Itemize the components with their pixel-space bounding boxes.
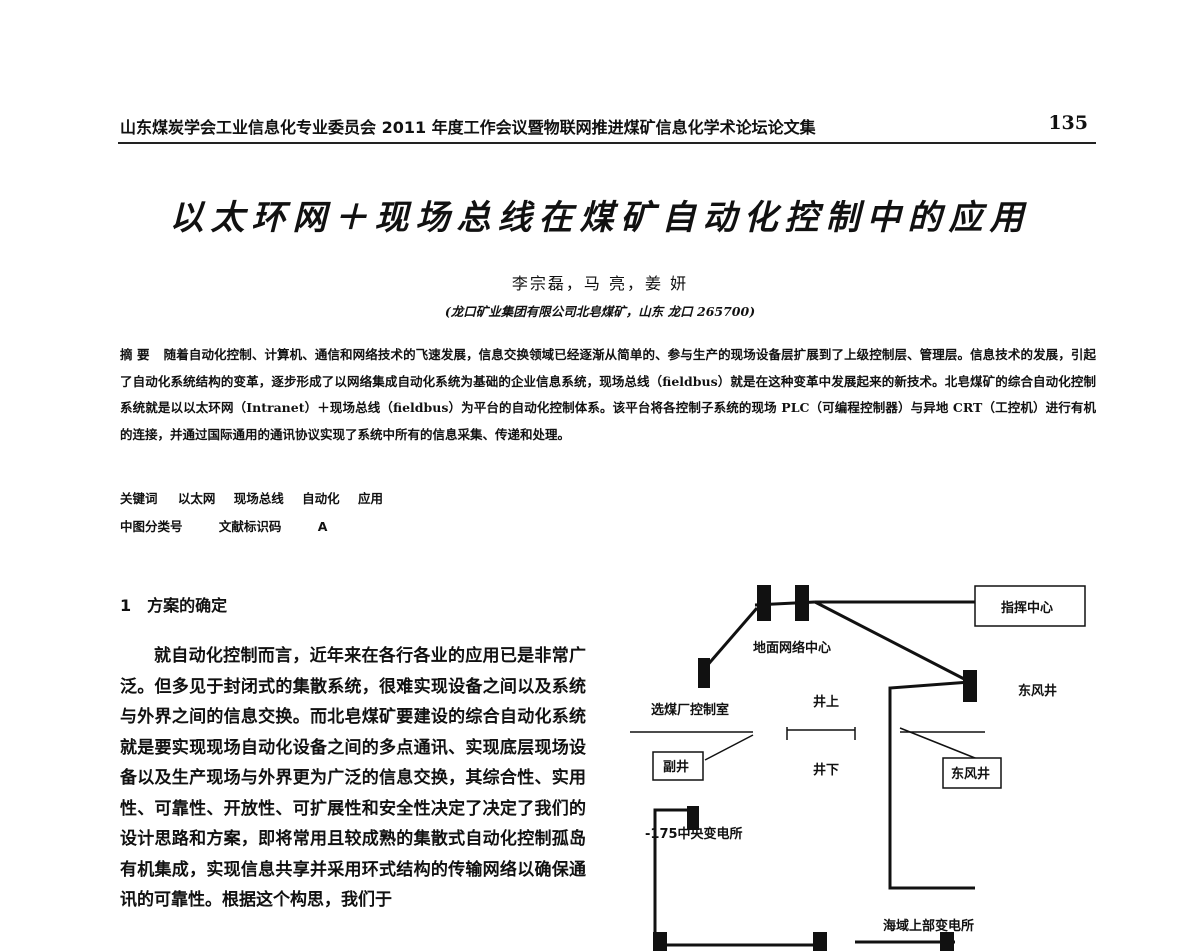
link-dongfeng-loop	[888, 680, 975, 890]
keyword: 应用	[358, 491, 384, 506]
doc-code: A	[317, 519, 328, 534]
keywords: 关键词 以太网 现场总线 自动化 应用	[120, 488, 397, 507]
section-heading: 1 方案的确定	[120, 592, 227, 616]
classification-line: 中图分类号 文献标识码 A	[120, 516, 359, 535]
link-ground-to-coalprep	[703, 607, 759, 669]
switch-icon	[653, 932, 667, 951]
article-title: 以太环网＋现场总线在煤矿自动化控制中的应用	[169, 198, 1031, 238]
central-substation-label: -175中央变电所	[645, 826, 743, 842]
aux-shaft-label: 副井	[663, 759, 689, 775]
aboveground-label: 井上	[813, 694, 839, 710]
keywords-label: 关键词	[120, 491, 158, 506]
article-affiliation: (龙口矿业集团有限公司北皂煤矿，山东 龙口 265700)	[444, 304, 756, 319]
classification-label: 中图分类号	[120, 519, 183, 534]
page-number: 135	[1048, 112, 1088, 134]
switch-icons	[653, 585, 977, 951]
coal-prep-control-room-label: 选煤厂控制室	[651, 702, 729, 718]
body-paragraph: 就自动化控制而言，近年来在各行各业的应用已是非常广泛。但多见于封闭式的集散系统，…	[120, 646, 586, 910]
underground-label: 井下	[813, 762, 839, 778]
command-center-box	[974, 585, 1086, 627]
running-header: 山东煤炭学会工业信息化专业委员会 2011 年度工作会议暨物联网推进煤矿信息化学…	[118, 112, 1096, 144]
keyword: 自动化	[302, 491, 340, 506]
section-title: 方案的确定	[147, 596, 228, 615]
command-center-label: 指挥中心	[1001, 600, 1053, 616]
haiyu-upper-substation-label: 海域上部变电所	[883, 918, 974, 934]
network-topology-diagram: 指挥中心 地面网络中心 东风井 选煤厂控制室 井上 井下 副井 东风井 -175…	[630, 585, 1086, 951]
doc-code-label: 文献标识码	[218, 519, 282, 534]
switch-icon	[757, 585, 771, 621]
link-ground-to-dongfeng	[814, 600, 971, 684]
keyword: 现场总线	[233, 491, 284, 506]
dongfeng-shaft-box-label: 东风井	[951, 766, 990, 782]
dongfeng-box-link	[899, 727, 981, 761]
abstract-label: 摘 要	[120, 347, 150, 362]
switch-icon	[940, 932, 954, 951]
switch-icon	[687, 806, 699, 830]
abstract-text: 随着自动化控制、计算机、通信和网络技术的飞速发展，信息交换领域已经逐渐从简单的、…	[120, 347, 1096, 442]
ground-network-center-label: 地面网络中心	[753, 640, 831, 656]
aux-shaft-box	[652, 751, 704, 781]
dongfeng-shaft-label: 东风井	[1018, 683, 1057, 699]
switch-icon	[813, 932, 827, 951]
network-topology-figure: 指挥中心 地面网络中心 东风井 选煤厂控制室 井上 井下 副井 东风井 -175…	[625, 570, 1095, 951]
switch-icon	[795, 585, 809, 621]
link-substation-left	[653, 808, 693, 951]
branch-lines	[630, 727, 985, 761]
switch-icon	[698, 658, 710, 688]
dongfeng-shaft-box	[942, 757, 1002, 789]
article-authors: 李宗磊，马 亮，姜 妍	[511, 274, 689, 293]
switch-icon	[963, 670, 977, 702]
keyword: 以太网	[177, 491, 216, 506]
ring-connections	[653, 600, 975, 951]
running-title: 山东煤炭学会工业信息化专业委员会 2011 年度工作会议暨物联网推进煤矿信息化学…	[120, 118, 816, 137]
aux-shaft-link	[704, 734, 754, 761]
abstract: 摘 要随着自动化控制、计算机、通信和网络技术的飞速发展，信息交换领域已经逐渐从简…	[120, 342, 1096, 448]
section-number: 1	[120, 596, 132, 615]
